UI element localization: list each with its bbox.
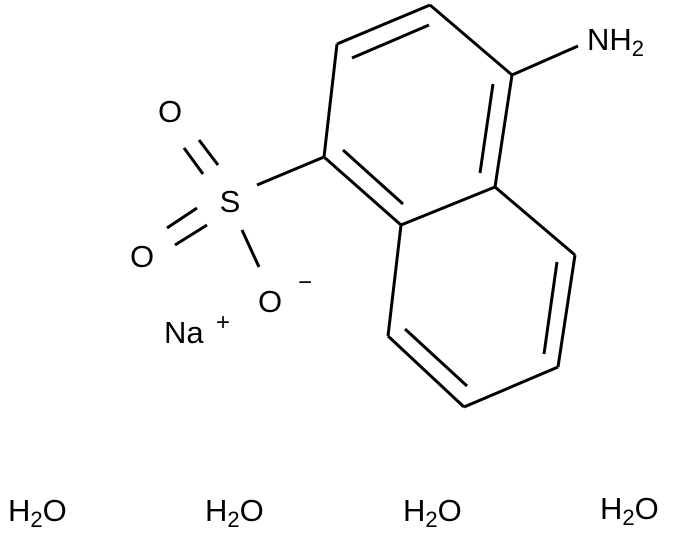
inner-double-bond — [542, 261, 559, 355]
water-label: H2O — [8, 493, 67, 532]
oxygen-top-label: O — [158, 94, 182, 129]
bond — [323, 155, 402, 227]
water-molecules: H2O H2O H2O H2O — [8, 491, 659, 532]
bond — [556, 254, 577, 368]
bond — [400, 185, 496, 227]
bond — [493, 74, 514, 188]
amine-label: NH2 — [587, 22, 644, 61]
bond — [429, 3, 513, 77]
cation-charge: + — [216, 309, 230, 336]
sodium-label: Na — [164, 315, 204, 350]
bond — [463, 365, 559, 409]
bond — [322, 43, 339, 158]
so-double-bond — [182, 147, 205, 175]
sulfur-label: S — [220, 184, 241, 219]
anion-charge: − — [298, 269, 312, 296]
water-label: H2O — [205, 493, 264, 532]
bond — [386, 334, 466, 409]
bond — [494, 185, 576, 257]
inner-double-bond — [351, 23, 430, 60]
so-double-bond — [166, 206, 198, 230]
water-label: H2O — [600, 491, 659, 530]
naphthalene-bonds — [166, 3, 579, 409]
inner-double-bond — [403, 327, 469, 388]
so-double-bond — [197, 139, 220, 166]
inner-double-bond — [478, 83, 495, 174]
so-double-bond — [174, 223, 208, 247]
oxygen-left-label: O — [130, 239, 154, 274]
so-single-bond — [240, 229, 261, 268]
oxygen-anion-label: O — [258, 284, 282, 319]
inner-double-bond — [341, 148, 405, 206]
water-label: H2O — [403, 493, 462, 532]
bond — [336, 3, 431, 46]
sulfur-bond — [256, 155, 325, 187]
amine-bond — [511, 44, 579, 77]
bond — [386, 224, 403, 337]
